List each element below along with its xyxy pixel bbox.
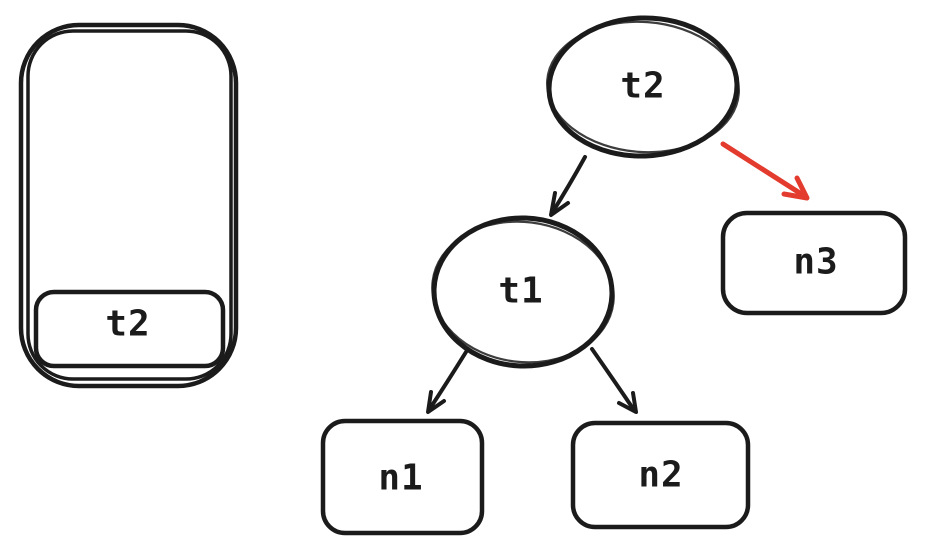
tree-internal-ellipse	[431, 215, 615, 369]
tree-root-label: t2	[620, 65, 666, 107]
tree-internal-label: t1	[498, 270, 544, 312]
stack-item-box	[33, 289, 226, 369]
leaf-n2-box	[570, 420, 751, 530]
leaf-n2-label: n2	[638, 454, 684, 496]
tree-root-ellipse-overdraw	[546, 20, 740, 154]
tree-internal-ellipse-overdraw	[431, 220, 615, 364]
tree-root-ellipse	[546, 15, 740, 159]
leaf-n3-label: n3	[793, 241, 839, 283]
edge-root-to-n3-arrowhead	[781, 175, 810, 201]
leaf-n1-box	[320, 418, 485, 536]
edge-root-to-t1-arrowhead	[549, 191, 570, 217]
edge-t1-to-n1-arrowhead	[426, 390, 446, 414]
stack-container-outline	[18, 22, 239, 389]
edge-root-to-n3	[720, 141, 809, 200]
edge-t1-to-n2	[590, 347, 636, 412]
stack-container-outline-overdraw	[26, 29, 233, 381]
edge-t1-to-n2-arrowhead	[617, 391, 638, 414]
edge-root-to-t1	[550, 155, 587, 215]
edge-t1-to-n1	[427, 350, 468, 412]
stack-item-label: t2	[105, 303, 151, 345]
leaf-n3-box	[720, 210, 908, 316]
leaf-n1-label: n1	[378, 457, 424, 499]
